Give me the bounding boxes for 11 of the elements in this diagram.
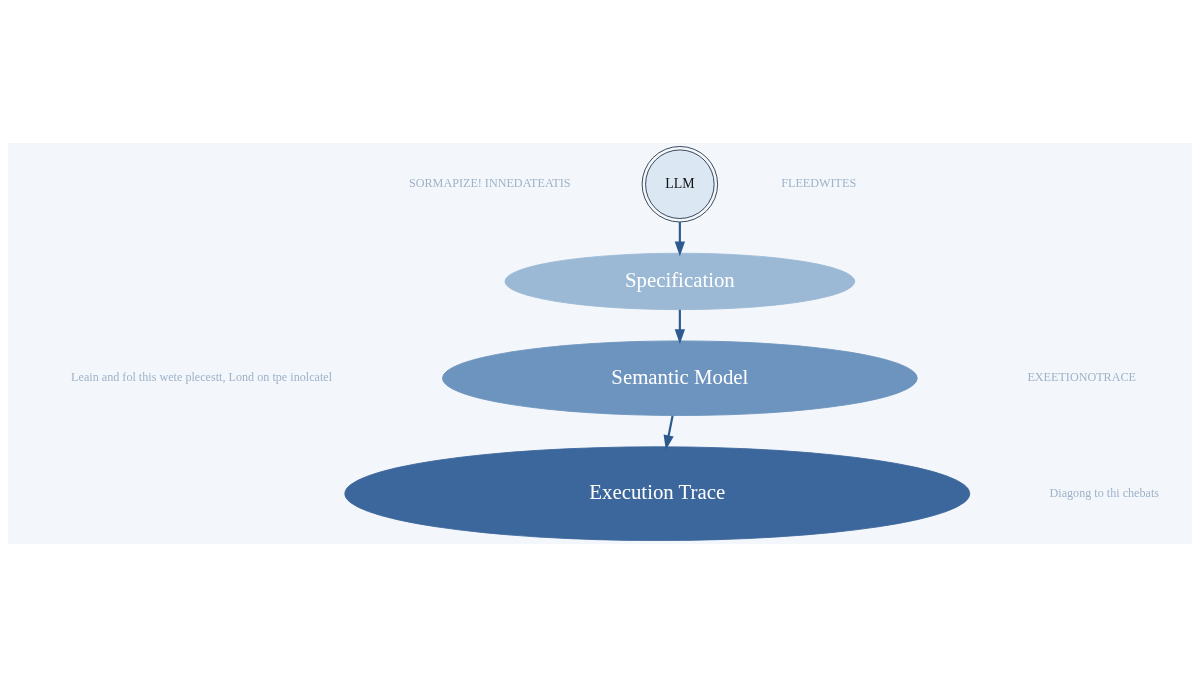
node-ellipse: Execution Trace	[344, 445, 971, 541]
label: Leain and fol this wete plecestt, Lond on tpe inolcatel	[71, 369, 333, 384]
arrow	[663, 414, 674, 450]
label: Diagong to thi chebats	[1049, 485, 1160, 500]
arrow	[674, 309, 686, 344]
label: EXEETIONOTRACE	[1027, 369, 1137, 384]
arrow	[674, 221, 686, 256]
label: SORMAPIZE! INNEDATEATIS	[409, 175, 571, 190]
node-ellipse: Specification	[504, 252, 856, 310]
node-ellipse: Semantic Model	[442, 339, 918, 416]
label: FLEEDWITES	[781, 175, 857, 190]
